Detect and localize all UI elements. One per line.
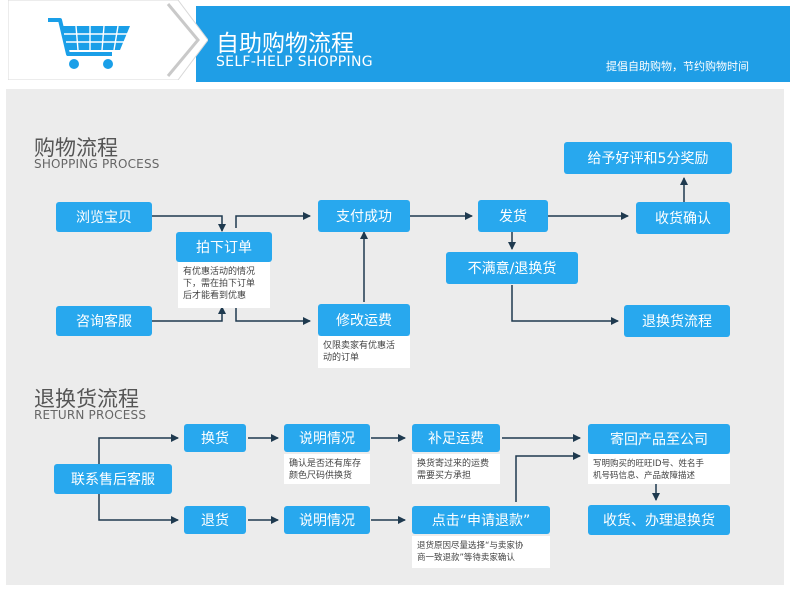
arrow-unsatisfied-returnflow	[511, 285, 619, 325]
node-browse: 浏览宝贝	[56, 202, 152, 232]
node-refund: 退货	[184, 506, 246, 534]
note-line: 商一致退款”等待卖家确认	[417, 553, 515, 563]
node-exchange: 换货	[184, 424, 246, 452]
click-refund-note: 退货原因尽量选择“与卖家协 商一致退款”等待卖家确认	[412, 536, 550, 568]
explain-exchange-note: 确认是否还有库存 颜色尺码供换货	[284, 454, 370, 484]
page-subtitle: SELF-HELP SHOPPING	[216, 54, 373, 70]
shopping-process-subtitle: SHOPPING PROCESS	[34, 157, 160, 171]
node-pay-success: 支付成功	[318, 200, 410, 232]
arrow-contact-exchange	[98, 434, 179, 464]
note-line: 确认是否还有库存	[289, 459, 362, 469]
note-line: 机号码信息、产品故障描述	[593, 471, 696, 481]
note-line: 颜色尺码供换货	[289, 471, 353, 481]
cart-panel	[8, 0, 208, 80]
header-slogan: 提倡自助购物，节约购物时间	[606, 60, 749, 73]
return-process-subtitle: RETURN PROCESS	[34, 408, 147, 422]
return-process-title: 退换货流程	[34, 387, 139, 411]
node-add-shipping: 补足运费	[412, 424, 500, 452]
node-ship: 发货	[478, 200, 548, 232]
node-contact-service: 联系售后客服	[54, 464, 172, 494]
node-return-flow: 退换货流程	[624, 305, 730, 337]
shopping-process-title: 购物流程	[34, 136, 118, 160]
page-title: 自助购物流程	[216, 31, 354, 57]
node-consult: 咨询客服	[56, 306, 152, 336]
arrow-order-pay	[235, 212, 311, 228]
node-receive-confirm: 收货确认	[636, 202, 730, 234]
arrow-consult-order	[152, 306, 226, 322]
node-explain-refund: 说明情况	[284, 506, 370, 534]
arrow-clickrefund-sendback	[515, 452, 581, 502]
arrow-browse-order	[152, 215, 226, 232]
node-place-order: 拍下订单	[176, 232, 272, 262]
modify-shipping-note: 仅限卖家有优惠活 动的订单	[318, 336, 410, 368]
node-unsatisfied: 不满意/退换货	[446, 252, 578, 284]
note-line: 需要买方承担	[417, 471, 472, 481]
place-order-note: 有优惠活动的情况 下，需在拍下订单 后才能看到优惠	[178, 262, 270, 308]
node-receive-exchange: 收货、办理退换货	[588, 505, 730, 535]
page-header: 自助购物流程 SELF-HELP SHOPPING 提倡自助购物，节约购物时间	[0, 0, 790, 82]
node-explain-exchange: 说明情况	[284, 424, 370, 452]
note-line: 写明购买的旺旺ID号、姓名手	[593, 459, 705, 469]
arrow-order-modify	[235, 308, 311, 325]
note-line: 退货原因尽量选择“与卖家协	[417, 541, 524, 551]
shopping-cart-icon	[48, 18, 130, 69]
header-band	[196, 6, 790, 82]
note-line: 仅限卖家有优惠活	[323, 341, 396, 351]
add-shipping-note: 换货寄过来的运费 需要买方承担	[412, 454, 500, 484]
node-send-back: 寄回产品至公司	[588, 424, 730, 454]
note-line: 换货寄过来的运费	[417, 459, 490, 469]
node-modify-shipping: 修改运费	[318, 304, 410, 336]
note-line: 有优惠活动的情况	[183, 267, 256, 277]
note-line: 下，需在拍下订单	[183, 279, 256, 289]
note-line: 动的订单	[323, 353, 360, 363]
node-click-refund: 点击“申请退款”	[412, 506, 550, 534]
arrow-contact-refund	[98, 494, 179, 524]
note-line: 后才能看到优惠	[183, 291, 247, 301]
node-give-praise: 给予好评和5分奖励	[564, 142, 732, 174]
send-back-note: 写明购买的旺旺ID号、姓名手 机号码信息、产品故障描述	[588, 454, 730, 484]
